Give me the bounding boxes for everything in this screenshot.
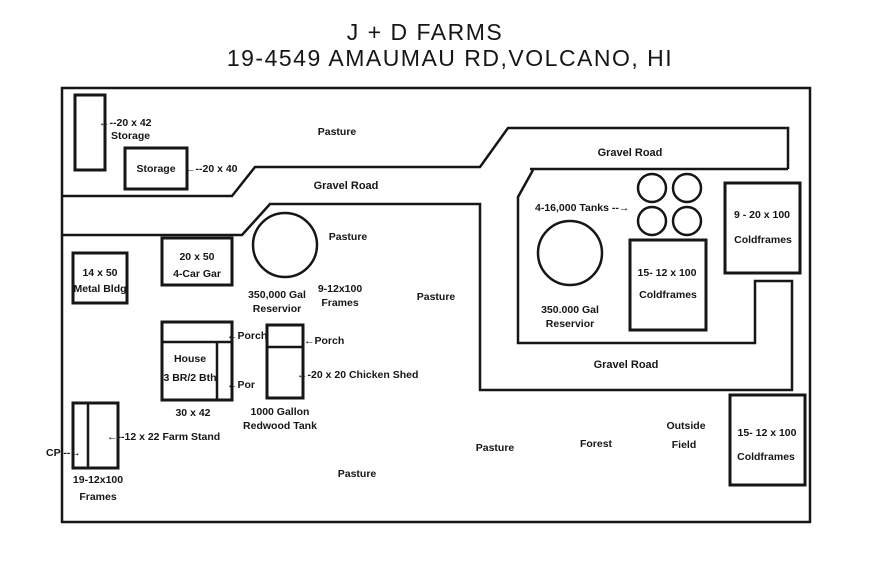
storage-wide-name-label: Storage xyxy=(136,163,175,175)
gravel-road-label-bottom-right: Gravel Road xyxy=(594,359,659,371)
storage-tall-name-label: Storage xyxy=(111,130,150,142)
house-dim-label: 30 x 42 xyxy=(175,407,210,419)
coldframes-ne-label-line2: Coldframes xyxy=(734,234,792,246)
pasture-label-bottom-left: Pasture xyxy=(338,468,377,480)
tanks-label: 4-16,000 Tanks --→ xyxy=(535,202,629,214)
frames-mid-label-line2: Frames xyxy=(321,297,359,309)
house-rooms-label: 3 BR/2 Bth xyxy=(163,372,216,384)
pasture-label-top: Pasture xyxy=(318,126,357,138)
frames-sw-label-line2: Frames xyxy=(79,491,117,503)
farm-stand-label: ←--12 x 22 Farm Stand xyxy=(107,431,220,443)
frames-mid-label-line1: 9-12x100 xyxy=(318,283,363,295)
page-title: J + D FARMS xyxy=(347,19,503,45)
property-border xyxy=(60,86,812,524)
reservoir-west-circle xyxy=(251,211,319,279)
coldframes-ne-label-line1: 9 - 20 x 100 xyxy=(734,209,790,221)
redwood-tank-label-line1: 1000 Gallon xyxy=(251,406,310,418)
gravel-road-label-left: Gravel Road xyxy=(314,180,379,192)
outside-field-label-line2: Field xyxy=(672,439,697,451)
coldframes-se-label-line2: Coldframes xyxy=(737,451,795,463)
garage-name-label: 4-Car Gar xyxy=(173,268,221,280)
coldframes-mid-box xyxy=(628,238,708,332)
metal-building-dim-label: 14 x 50 xyxy=(82,267,117,279)
reservoir-east-label-line1: 350.000 Gal xyxy=(541,304,599,316)
chicken-shed-box xyxy=(265,323,305,400)
reservoir-west-label-line2: Reservior xyxy=(253,303,301,315)
outside-field-label-line1: Outside xyxy=(666,420,705,432)
page-subtitle-address: 19-4549 AMAUMAU RD,VOLCANO, HI xyxy=(227,45,673,71)
tank-circle-4 xyxy=(671,205,703,237)
metal-building-box xyxy=(71,251,129,305)
coldframes-mid-label-line2: Coldframes xyxy=(639,289,697,301)
gravel-road-lower-edge-and-field-fence xyxy=(62,169,794,392)
reservoir-east-circle xyxy=(536,219,604,287)
storage-wide-dim-label: ←--20 x 40 xyxy=(185,163,238,175)
farm-stand-box xyxy=(71,401,120,470)
gravel-road-label-top-right: Gravel Road xyxy=(598,147,663,159)
redwood-tank-label-line2: Redwood Tank xyxy=(243,420,317,432)
pasture-label-bottom-mid: Pasture xyxy=(476,442,515,454)
metal-building-name-label: Metal Bldg xyxy=(73,283,126,295)
reservoir-west-label-line1: 350,000 Gal xyxy=(248,289,306,301)
forest-label: Forest xyxy=(580,438,613,450)
storage-tall-box xyxy=(73,93,107,172)
storage-wide-box xyxy=(123,146,189,191)
garage-dim-label: 20 x 50 xyxy=(179,251,214,263)
house-por-label: ←Por xyxy=(227,379,255,391)
cp-label: CP --→ xyxy=(46,447,81,459)
reservoir-east-label-line2: Reservior xyxy=(546,318,594,330)
coldframes-se-label-line1: 15- 12 x 100 xyxy=(738,427,797,439)
storage-tall-dim-label: ←--20 x 42 xyxy=(99,117,152,129)
house-porch-label: ←Porch xyxy=(227,330,267,342)
gravel-road-upper-edge xyxy=(62,126,790,198)
coldframes-ne-box xyxy=(723,181,802,275)
pasture-label-center: Pasture xyxy=(417,291,456,303)
coldframes-se-box xyxy=(728,393,807,487)
house-box xyxy=(160,320,234,402)
frames-sw-label-line1: 19-12x100 xyxy=(73,474,123,486)
chicken-shed-porch-label: ←Porch xyxy=(304,335,344,347)
pasture-label-mid: Pasture xyxy=(329,231,368,243)
tank-circle-2 xyxy=(671,172,703,204)
tank-circle-3 xyxy=(636,205,668,237)
tank-circle-1 xyxy=(636,172,668,204)
garage-box xyxy=(160,236,234,287)
chicken-shed-label: ←-20 x 20 Chicken Shed xyxy=(297,369,418,381)
coldframes-mid-label-line1: 15- 12 x 100 xyxy=(638,267,697,279)
house-name-label: House xyxy=(174,353,206,365)
